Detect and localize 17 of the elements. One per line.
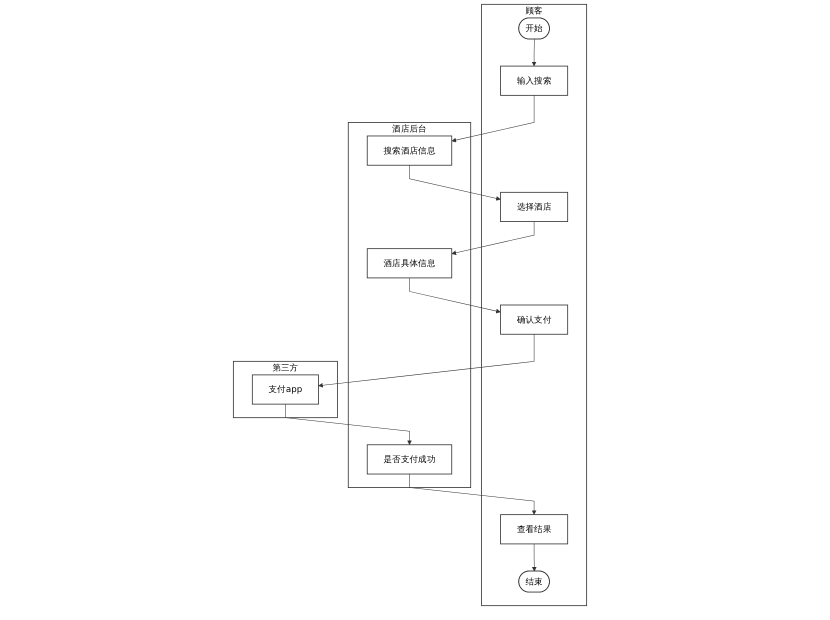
node-box: 选择酒店 [500,192,568,222]
node-box: 搜索酒店信息 [366,136,452,166]
arrow [452,221,534,256]
node-box: 确认支付 [500,304,568,335]
node-box: 是否支付成功 [366,444,452,474]
arrow [532,544,537,572]
arrow [285,404,412,445]
arrow [409,278,501,314]
arrow [532,39,536,66]
arrow [318,334,534,388]
node-box: 输入搜索 [500,66,568,96]
arrow [409,474,536,515]
arrow [452,95,534,142]
node-box: 查看结果 [500,514,568,544]
node-box: 酒店具体信息 [366,248,452,278]
arrow [409,164,501,201]
node-box: 支付app [252,374,319,405]
